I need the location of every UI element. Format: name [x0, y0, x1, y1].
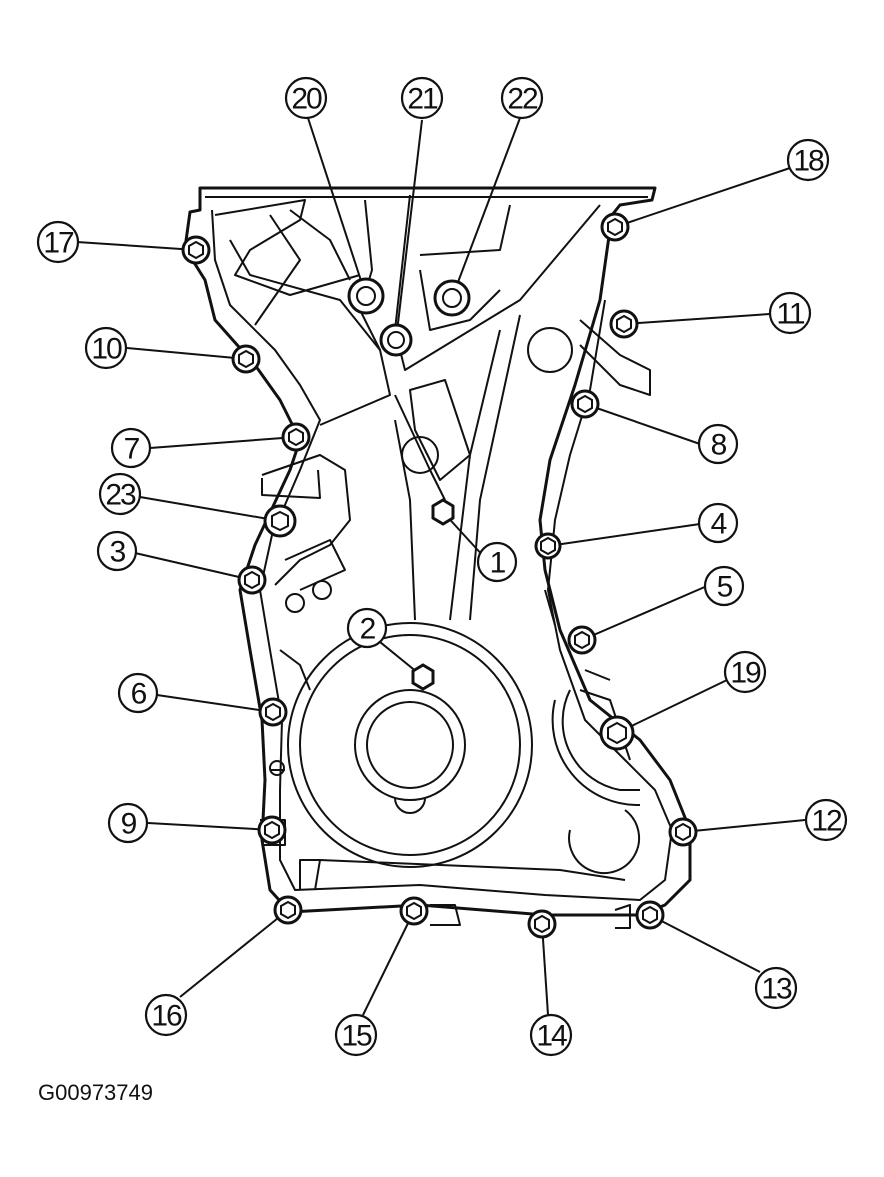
bolt-head-17[interactable]: [181, 235, 211, 265]
leader-7: [149, 436, 297, 449]
bolt-head-1[interactable]: [431, 498, 455, 526]
callout-11-label: 11: [776, 298, 804, 331]
callout-17-label: 17: [43, 227, 74, 260]
bolt-head-8[interactable]: [570, 389, 600, 419]
leader-6: [156, 694, 274, 713]
leader-16: [179, 909, 289, 998]
callout-15-label: 15: [341, 1020, 372, 1053]
callout-2-label: 2: [360, 613, 376, 646]
callout-20: 20: [284, 76, 328, 120]
figure-code: G00973749: [38, 1080, 153, 1105]
callout-2: 2: [346, 607, 388, 649]
leader-18: [614, 167, 791, 228]
callout-14-label: 14: [536, 1020, 567, 1053]
bolt-head-13[interactable]: [635, 900, 665, 930]
bolt-head-9[interactable]: [257, 815, 287, 845]
callout-9: 9: [107, 802, 149, 844]
bolt-head-10[interactable]: [231, 344, 261, 374]
callout-16: 16: [144, 993, 188, 1037]
bolt-head-20[interactable]: [347, 277, 385, 315]
callout-10-label: 10: [91, 333, 122, 366]
bolt-head-14[interactable]: [527, 909, 557, 939]
callout-8: 8: [697, 423, 739, 465]
callout-13-label: 13: [761, 973, 792, 1006]
callout-18-label: 18: [793, 145, 824, 178]
callout-20-label: 20: [291, 83, 322, 116]
leader-20: [307, 117, 367, 297]
leader-19: [616, 679, 728, 734]
leader-4: [547, 523, 701, 547]
leader-3: [134, 552, 253, 581]
leader-9: [147, 822, 273, 831]
callout-17: 17: [36, 220, 80, 264]
callout-21-label: 21: [407, 83, 438, 116]
leader-5: [581, 585, 708, 641]
bolt-head-11[interactable]: [609, 309, 639, 339]
callout-5: 5: [703, 565, 745, 607]
callout-9-label: 9: [121, 808, 137, 841]
bolt-head-12[interactable]: [668, 817, 698, 847]
leader-21: [395, 119, 423, 341]
callout-14: 14: [529, 1013, 573, 1057]
callout-12-label: 12: [811, 805, 842, 838]
leader-13: [649, 914, 761, 973]
callout-22: 22: [500, 76, 544, 120]
callout-6: 6: [117, 672, 159, 714]
callout-10: 10: [84, 326, 128, 370]
callout-1-label: 1: [490, 547, 506, 580]
callout-3-label: 3: [110, 536, 126, 569]
callout-19-label: 19: [730, 657, 761, 690]
bolt-head-16[interactable]: [273, 895, 303, 925]
callout-22-label: 22: [507, 83, 538, 116]
bolt-heads: [181, 212, 698, 939]
bolt-head-5[interactable]: [567, 625, 597, 655]
bolt-head-4[interactable]: [534, 532, 562, 560]
bolt-head-19[interactable]: [599, 715, 635, 751]
callout-23-label: 23: [105, 479, 136, 512]
leader-11: [623, 313, 771, 325]
leader-10: [126, 347, 247, 360]
leader-8: [584, 403, 701, 445]
callout-15: 15: [334, 1013, 378, 1057]
leader-14: [541, 923, 549, 1016]
callout-3: 3: [96, 530, 138, 572]
bolt-head-3[interactable]: [237, 565, 267, 595]
bolt-head-21[interactable]: [379, 323, 413, 357]
callout-7-label: 7: [124, 433, 140, 466]
bolt-head-23[interactable]: [263, 504, 297, 538]
bolt-head-2[interactable]: [411, 663, 435, 691]
callout-23: 23: [98, 472, 142, 516]
callout-19: 19: [723, 650, 767, 694]
callout-7: 7: [110, 427, 152, 469]
callout-5-label: 5: [717, 571, 733, 604]
callout-21: 21: [400, 76, 444, 120]
callout-18: 18: [786, 138, 830, 182]
bolt-head-7[interactable]: [281, 422, 311, 452]
callout-1: 1: [476, 541, 518, 583]
bolt-head-18[interactable]: [600, 212, 630, 242]
leader-12: [682, 819, 806, 833]
bolt-head-22[interactable]: [433, 279, 471, 317]
bolt-head-15[interactable]: [399, 896, 429, 926]
callout-11: 11: [768, 291, 812, 335]
leader-17: [76, 241, 197, 251]
leader-22: [451, 117, 521, 299]
callout-8-label: 8: [711, 429, 727, 462]
bolt-head-6[interactable]: [258, 697, 288, 727]
callout-12: 12: [804, 798, 848, 842]
callout-4: 4: [697, 502, 739, 544]
leader-23: [139, 496, 281, 522]
callouts: 1 2 3 4 5 6 7 8 9 10 11 12 13 14 15 16 1…: [36, 76, 848, 1057]
callout-16-label: 16: [151, 1000, 182, 1033]
callout-4-label: 4: [711, 508, 727, 541]
callout-13: 13: [754, 966, 798, 1010]
leader-15: [362, 910, 415, 1016]
callout-6-label: 6: [131, 678, 147, 711]
